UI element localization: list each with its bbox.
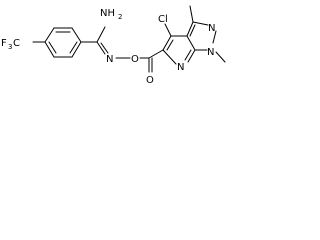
bond-double (189, 24, 196, 37)
cf3-f-label: F (1, 38, 7, 49)
bond (186, 35, 196, 51)
pyrazole-n2-label: N (208, 23, 215, 34)
amine-subscript: 2 (118, 13, 122, 21)
pyridine-n-label: N (177, 62, 184, 73)
bond (212, 30, 217, 44)
cf3-c-label: C (13, 38, 20, 49)
bond-double (48, 41, 57, 54)
bond (44, 27, 55, 43)
bond-layer (32, 5, 226, 73)
oxime-n-label: N (106, 54, 113, 65)
bond (215, 51, 226, 63)
bond (96, 41, 106, 55)
bond (71, 41, 82, 58)
bond (187, 49, 196, 63)
carbonyl-o-label: O (146, 75, 154, 86)
bond (148, 49, 164, 59)
cf3-subscript: 3 (8, 43, 12, 51)
bond-double (184, 49, 192, 61)
bond (162, 35, 172, 51)
atom-label-layer: F 3 C NH 2 N O Cl O N N N (1, 8, 215, 86)
oxime-o-label: O (131, 54, 139, 65)
bond (96, 26, 106, 43)
bond-double (69, 41, 78, 54)
bond (189, 5, 194, 23)
amine-nh-label: NH (100, 8, 115, 19)
chlorine-label: Cl (158, 14, 168, 25)
bond-double (100, 42, 109, 54)
molecule-structure: F 3 C NH 2 N O Cl O N N N (1, 5, 226, 86)
bond (71, 27, 82, 43)
pyrazole-n1-label: N (207, 47, 214, 58)
bond (192, 21, 209, 26)
bond-double (166, 39, 174, 51)
bond (164, 23, 172, 37)
bond (186, 21, 194, 37)
bond (162, 49, 177, 65)
bond (44, 41, 55, 58)
